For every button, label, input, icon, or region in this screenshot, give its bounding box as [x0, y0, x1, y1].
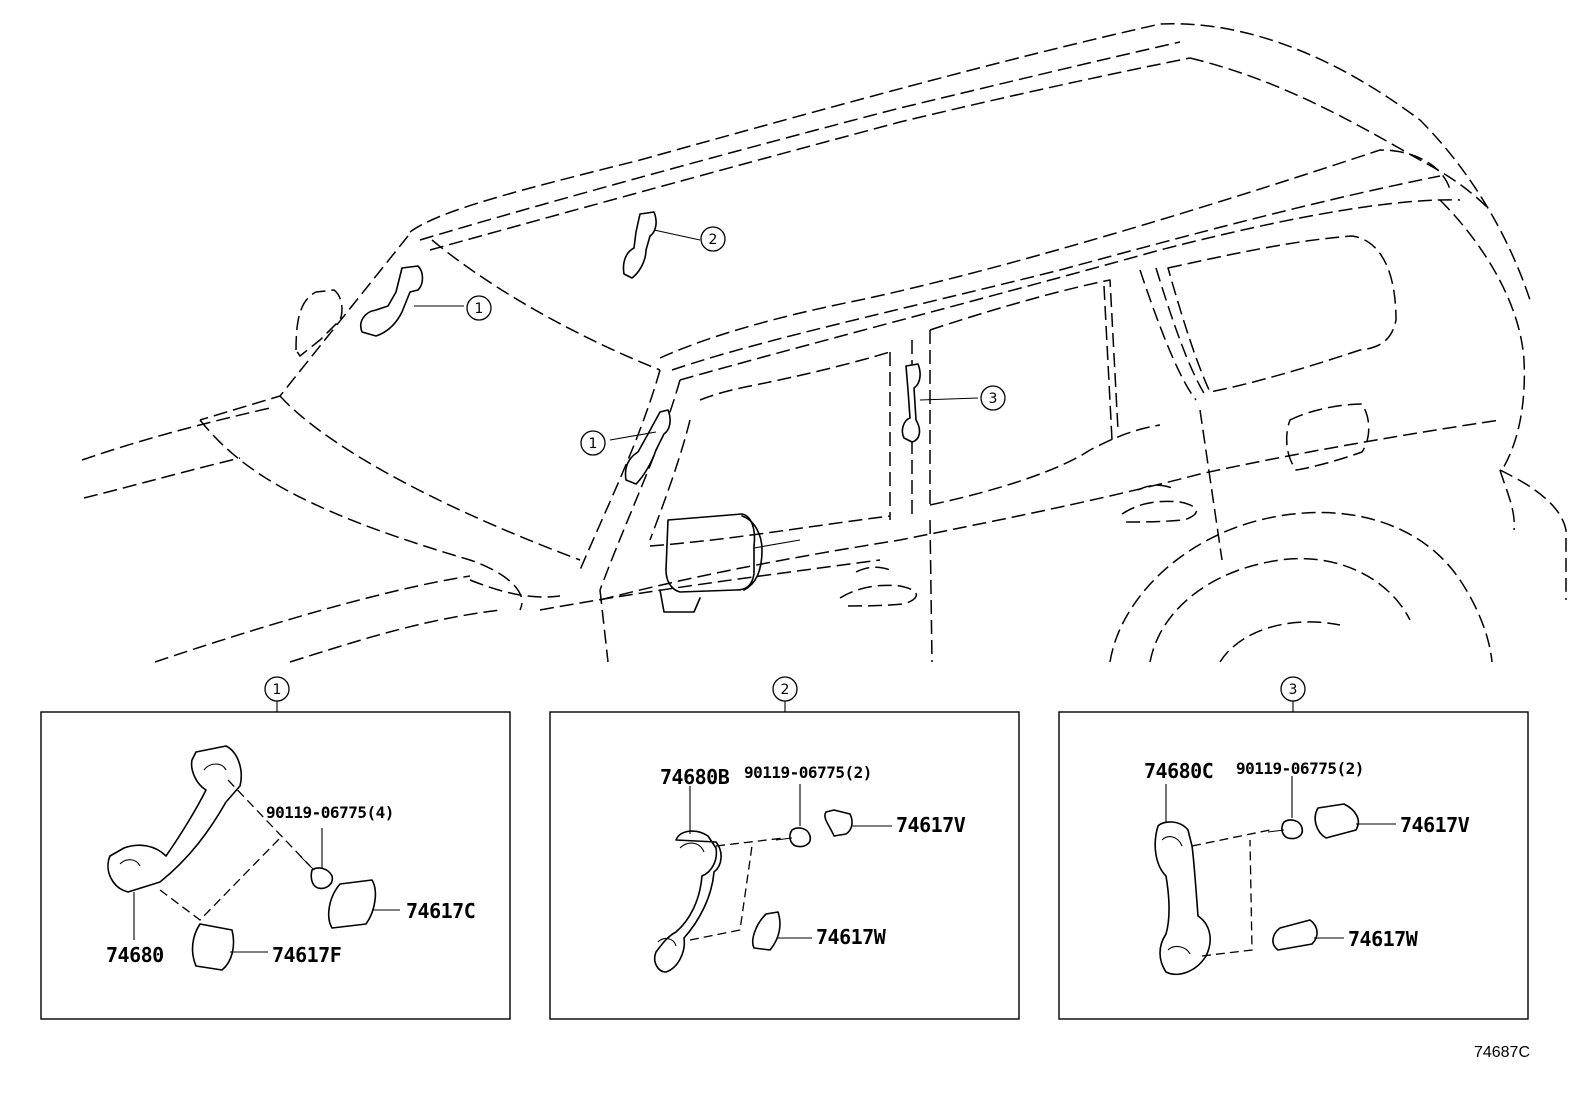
label-90119-06775-2-panel3: 90119-06775(2)	[1236, 759, 1364, 778]
label-74617W-panel2: 74617W	[816, 925, 887, 949]
label-74617V-panel2: 74617V	[896, 813, 966, 837]
label-74617F: 74617F	[272, 943, 341, 967]
cap-74617W-panel2	[751, 911, 781, 951]
detail-panel-2: 2 74680B 90119-06775(2) 74617V 74617W	[549, 676, 1020, 1020]
panel-3-index: 3	[1289, 682, 1298, 698]
grab-handle-74680B	[653, 830, 722, 973]
callout-1-side: 1	[580, 430, 606, 456]
detail-panel-3: 3 74680C 90119-06775(2) 74617V 74617W	[1058, 676, 1529, 1020]
svg-text:3: 3	[989, 391, 998, 407]
svg-text:1: 1	[475, 301, 484, 317]
bolt-90119-panel3	[1281, 819, 1304, 840]
cap-74617C	[327, 879, 377, 929]
grab-handle-74680C	[1154, 821, 1211, 976]
label-74680B: 74680B	[660, 765, 730, 789]
label-74617C: 74617C	[406, 899, 475, 923]
callout-1-top: 1	[466, 295, 492, 321]
callout-3: 3	[980, 385, 1006, 411]
vehicle-illustration	[81, 22, 1567, 663]
grab-handle-74680	[107, 745, 242, 893]
svg-text:1: 1	[589, 436, 598, 452]
bolt-90119-panel1	[310, 867, 334, 890]
svg-text:2: 2	[709, 232, 718, 248]
cap-74617V-panel3	[1314, 803, 1360, 839]
cap-74617F	[191, 923, 235, 971]
label-74617V-panel3: 74617V	[1400, 813, 1470, 837]
cap-74617V-panel2	[824, 809, 853, 837]
detail-panel-1: 1 90119-06775(4) 74617C 74617F 74680	[40, 676, 511, 1020]
label-74617W-panel3: 74617W	[1348, 927, 1419, 951]
figure-id: 74687C	[1474, 1044, 1530, 1061]
label-90119-06775-2-panel2: 90119-06775(2)	[744, 763, 872, 782]
cap-74617W-panel3	[1272, 919, 1318, 951]
panel-2-index: 2	[781, 682, 790, 698]
bolt-90119-panel2	[789, 827, 812, 848]
label-74680C: 74680C	[1144, 759, 1213, 783]
panel-1-index: 1	[273, 682, 282, 698]
callout-2: 2	[700, 226, 726, 252]
label-90119-06775-4: 90119-06775(4)	[266, 803, 394, 822]
callout-leaders	[414, 229, 979, 441]
label-74680: 74680	[106, 943, 164, 967]
